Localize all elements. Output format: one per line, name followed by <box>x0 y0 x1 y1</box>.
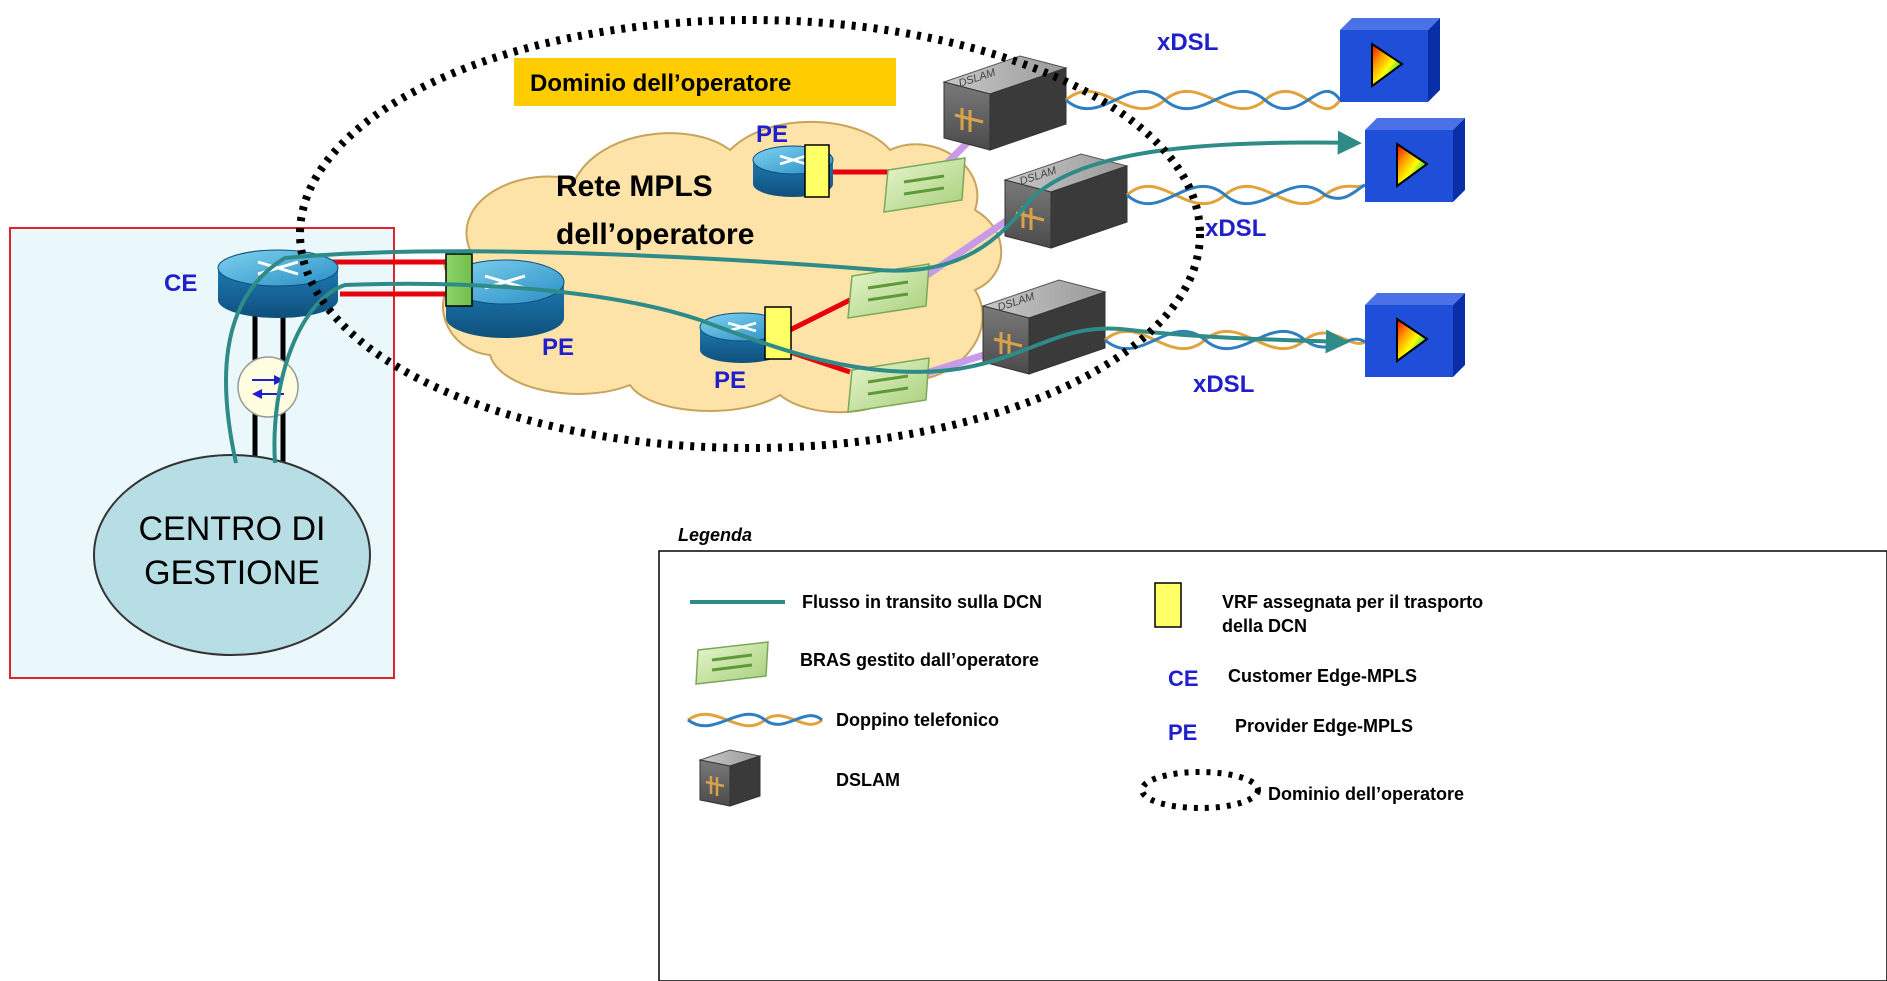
legend-flow-label: Flusso in transito sulla DCN <box>802 592 1042 612</box>
legend-ce-key: CE <box>1168 666 1199 691</box>
fork-icon <box>993 332 1023 356</box>
management-center-line1: CENTRO DI <box>139 510 326 548</box>
xdsl-label-2: xDSL <box>1205 215 1266 242</box>
bras-2[interactable] <box>847 263 930 319</box>
dcn-flows <box>224 130 1362 464</box>
legend-twisted-pair-swatch <box>687 712 823 728</box>
legend-ce-label: Customer Edge-MPLS <box>1228 666 1417 686</box>
ce-router[interactable] <box>217 249 339 318</box>
fork-icon <box>954 108 984 132</box>
management-center-line2: GESTIONE <box>144 554 320 592</box>
legend-domain-swatch <box>1139 769 1261 811</box>
router-arrows-icon <box>727 321 757 333</box>
bras-arrows-icon <box>867 280 909 302</box>
bras-arrows-icon <box>903 174 945 196</box>
xdsl-label-1: xDSL <box>1157 29 1218 56</box>
customer-terminal-3[interactable] <box>1365 293 1465 377</box>
legend-box <box>658 550 1887 981</box>
bras-1[interactable] <box>883 157 966 213</box>
pe-router-mid[interactable] <box>699 306 792 363</box>
domain-title: Dominio dell’operatore <box>530 70 791 97</box>
router-arrows-icon <box>779 154 807 166</box>
vrf-marker <box>445 253 473 307</box>
pe-label-main: PE <box>542 334 574 361</box>
red-links <box>330 169 888 375</box>
legend-domain-label: Dominio dell’operatore <box>1268 784 1464 804</box>
flow-to-terminal-3 <box>272 281 1350 464</box>
operator-domain-boundary <box>296 16 1204 452</box>
twisted-pair-2 <box>1125 183 1366 206</box>
pe-router-main[interactable] <box>445 253 565 338</box>
legend-bras-swatch <box>695 641 769 685</box>
legend-dslam-label: DSLAM <box>836 770 900 790</box>
legend-bras-label: BRAS gestito dall’operatore <box>800 650 1039 670</box>
domain-title-box <box>514 58 896 106</box>
legend-pe-key: PE <box>1168 720 1197 745</box>
cloud-label-2: dell’operatore <box>556 218 754 251</box>
switch-icon <box>237 356 299 418</box>
pe-label-top: PE <box>756 121 788 148</box>
management-center[interactable] <box>93 454 371 656</box>
twisted-pair-1 <box>1065 89 1342 111</box>
customer-terminal-1[interactable] <box>1340 18 1440 102</box>
ce-label: CE <box>164 270 197 297</box>
legend-vrf-label-1: VRF assegnata per il trasporto <box>1222 592 1483 612</box>
xdsl-label-3: xDSL <box>1193 371 1254 398</box>
legend-doppino-label: Doppino telefonico <box>836 710 999 730</box>
legend-dslam-swatch <box>698 749 762 807</box>
cloud-label-1: Rete MPLS <box>556 170 713 203</box>
vrf-marker <box>804 144 830 198</box>
legend-title: Legenda <box>678 525 752 545</box>
legend-vrf-label-2: della DCN <box>1222 616 1307 636</box>
customer-terminal-2[interactable] <box>1365 118 1465 202</box>
dslam-2[interactable]: DSLAM <box>1003 153 1129 249</box>
pe-label-mid: PE <box>714 367 746 394</box>
legend-pe-label: Provider Edge-MPLS <box>1235 716 1413 736</box>
legend-vrf-swatch <box>1154 582 1182 628</box>
pe-router-top[interactable] <box>752 144 834 198</box>
bras-arrows-icon <box>867 374 909 396</box>
mpls-cloud <box>441 120 1003 414</box>
flow-to-terminal-2 <box>224 130 1362 464</box>
